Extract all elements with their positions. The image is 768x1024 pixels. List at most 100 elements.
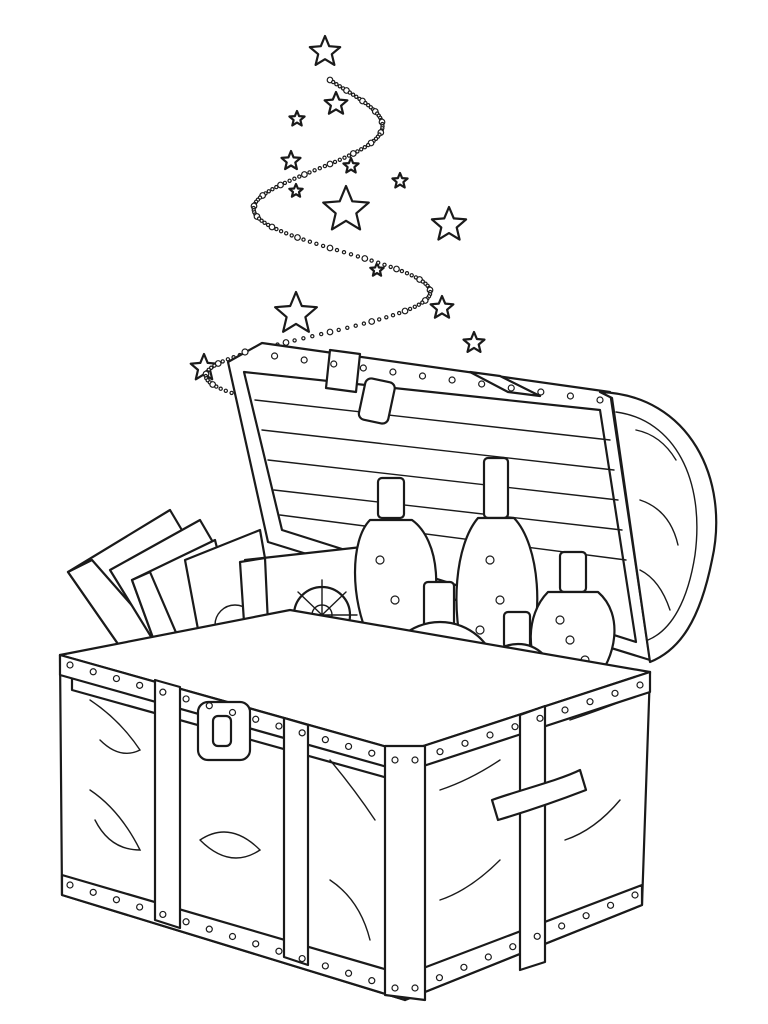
rivet: [136, 903, 144, 911]
sparkle-dot: [355, 254, 361, 259]
rivet: [566, 392, 575, 400]
star-icon: [342, 156, 360, 174]
rivet: [461, 739, 469, 747]
chest-body: [58, 608, 652, 1002]
sparkle-dot: [348, 252, 354, 257]
sparkle-dot: [334, 81, 339, 87]
sparkle-dot: [292, 338, 297, 343]
rivet: [636, 681, 644, 689]
sparkle-dot: [322, 163, 328, 169]
sparkle-dot: [368, 318, 376, 325]
rivet: [228, 708, 237, 717]
rivet: [136, 681, 144, 689]
rivet: [418, 372, 427, 380]
sparkle-dot: [412, 304, 417, 309]
sparkle-dot: [369, 258, 374, 263]
sparkle-dot: [416, 302, 421, 307]
star-icon: [274, 290, 318, 333]
rivet: [478, 380, 486, 388]
sparkle-dot: [268, 223, 276, 231]
rivet: [533, 932, 541, 940]
bubble: [495, 595, 505, 605]
sparkle-dot: [229, 390, 234, 396]
sparkle-dot: [346, 153, 352, 158]
rivet: [411, 984, 419, 992]
sparkle-dot: [336, 327, 341, 333]
sparkle-dot: [301, 336, 306, 341]
rivet: [436, 748, 444, 756]
side-handle: [490, 768, 588, 822]
sparkle-dot: [297, 174, 302, 179]
rivet: [359, 364, 367, 372]
rivet: [275, 722, 283, 730]
rivet: [611, 689, 619, 697]
star-icon: [429, 294, 455, 319]
sparkle-dot: [277, 181, 284, 189]
star-icon: [369, 261, 385, 277]
rivet: [270, 352, 279, 360]
sparkle-dot: [223, 388, 228, 393]
star-icon: [391, 171, 409, 189]
sparkle-dot: [341, 249, 347, 255]
sparkle-dot: [294, 234, 301, 241]
rivet: [448, 376, 456, 384]
sparkle-dot: [307, 239, 313, 244]
sparkle-dot: [334, 247, 340, 253]
rivet: [182, 918, 190, 926]
sparkle-dot: [363, 100, 368, 106]
sparkle-dot: [390, 313, 396, 318]
sparkle-dot: [289, 233, 294, 238]
rivet: [241, 348, 249, 356]
rivet: [561, 706, 569, 714]
sparkle-dot: [214, 384, 219, 389]
sparkle-dot: [365, 142, 371, 148]
sparkle-dot: [420, 279, 425, 284]
rivet: [582, 912, 590, 920]
sparkle-dot: [326, 160, 334, 168]
sparkle-dot: [214, 360, 222, 367]
bubble: [475, 625, 485, 635]
rivet: [586, 698, 594, 706]
rivet: [344, 742, 353, 751]
rivet: [391, 756, 399, 764]
sparkle-dot: [259, 218, 264, 223]
sparkle-dot: [284, 231, 289, 236]
sparkle-dot: [317, 165, 322, 171]
rivet: [509, 943, 517, 951]
rivet: [368, 977, 376, 985]
sparkle-dot: [331, 79, 336, 85]
sparkle-dot: [319, 331, 324, 337]
rivet: [275, 947, 283, 955]
sparkle-dot: [301, 171, 308, 178]
sparkle-dot: [292, 176, 297, 181]
sparkle-dot: [278, 228, 284, 234]
rivet: [89, 668, 97, 676]
rivet: [66, 881, 74, 889]
rivet: [205, 925, 213, 933]
sparkle-dot: [287, 178, 292, 183]
rivet: [596, 396, 604, 404]
rivet: [389, 368, 397, 376]
rivet: [368, 749, 376, 757]
sparkle-dot: [218, 386, 223, 391]
star-icon: [322, 184, 370, 231]
sparkle-dot: [345, 325, 350, 330]
rivet: [606, 901, 615, 909]
star-icon: [462, 330, 486, 353]
sparkle-dot: [274, 226, 279, 232]
sparkle-dot: [337, 84, 342, 89]
sparkle-dot: [326, 328, 334, 336]
sparkle-dot: [399, 268, 405, 274]
rivet: [182, 695, 190, 703]
star-icon: [323, 90, 349, 115]
rivet: [159, 688, 167, 696]
sparkle-dot: [326, 244, 334, 252]
sparkle-dot: [353, 323, 358, 328]
sparkle-dot: [350, 92, 356, 97]
sparkle-dot: [384, 315, 389, 320]
rivet: [298, 729, 306, 737]
sparkle-dot: [404, 271, 410, 276]
rivet: [300, 356, 308, 364]
